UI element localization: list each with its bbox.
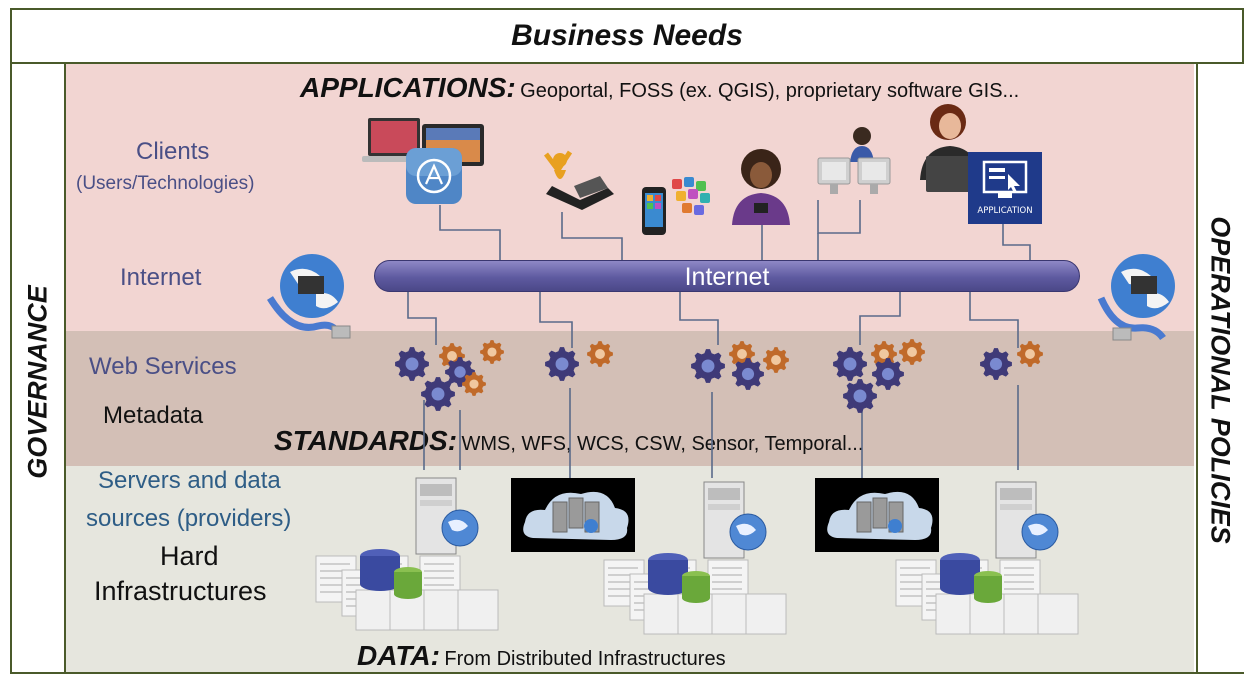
gear-icon (1017, 341, 1043, 367)
smartphone-apps-icon (642, 177, 710, 235)
gear-icon (480, 340, 504, 364)
gear-icon (439, 343, 465, 369)
standards-heading: STANDARDS: WMS, WFS, WCS, CSW, Sensor, T… (274, 425, 863, 457)
metadata-label: Metadata (103, 402, 204, 429)
cloud-database-icon (511, 478, 635, 552)
internet-bar-label: Internet (684, 263, 770, 291)
server-globe-icon (315, 477, 499, 631)
wire-client-appstore (439, 205, 501, 262)
applications-heading: APPLICATIONS: Geoportal, FOSS (ex. QGIS)… (300, 72, 1019, 104)
wire-service-2 (539, 292, 573, 348)
app-store-devices-icon (362, 118, 484, 204)
wire-service-3 (679, 292, 719, 345)
hard-label-line2: Infrastructures (94, 576, 267, 606)
gear-icon (587, 341, 613, 367)
person-laptop-icon (544, 150, 614, 210)
gear-icon (843, 379, 877, 413)
internet-backbone: Internet (374, 260, 1080, 292)
servers-label-line2: sources (providers) (86, 505, 292, 532)
standards-label: STANDARDS: (274, 425, 458, 456)
cloud-database-icon (815, 478, 939, 552)
globe-network-left-icon (267, 254, 351, 339)
hard-label-line1: Hard (160, 541, 219, 571)
woman-phone-icon (732, 149, 790, 225)
servers-label-line1: Servers and data (98, 467, 281, 494)
globe-network-right-icon (1097, 254, 1175, 341)
gear-icon (899, 339, 925, 365)
wire-client-laptop (561, 212, 623, 262)
web-services-label: Web Services (89, 353, 237, 380)
governance-column (12, 64, 66, 672)
wire-client-application (1002, 222, 1031, 262)
data-label: DATA: (357, 640, 440, 671)
gear-icon (833, 347, 867, 381)
data-text: From Distributed Infrastructures (444, 648, 726, 670)
internet-label: Internet (120, 264, 202, 291)
woman-laptop-icon (920, 104, 980, 192)
policies-column (1196, 64, 1244, 672)
gear-icon (395, 347, 429, 381)
server-globe-icon (603, 481, 787, 635)
gear-icon (980, 348, 1012, 380)
gear-icon (763, 347, 789, 373)
users-desktops-icon (817, 127, 891, 194)
server-globe-icon (895, 481, 1079, 635)
applications-label: APPLICATIONS: (300, 72, 516, 103)
wire-service-5 (969, 292, 1019, 348)
gear-icon (462, 372, 486, 396)
gear-icon (421, 377, 455, 411)
page-title: Business Needs (511, 19, 743, 52)
gear-icon (732, 358, 764, 390)
title-bar: Business Needs (12, 10, 1242, 64)
clients-label: Clients (136, 138, 210, 165)
standards-text: WMS, WFS, WCS, CSW, Sensor, Temporal... (461, 433, 864, 455)
wire-service-4 (859, 292, 901, 345)
data-heading: DATA: From Distributed Infrastructures (357, 640, 726, 672)
wire-service-1 (407, 292, 437, 345)
gear-icon (545, 347, 579, 381)
clients-sublabel: (Users/Technologies) (76, 173, 255, 194)
wire-client-desktops (817, 200, 861, 234)
application-badge-icon (968, 152, 1042, 224)
application-badge-label: APPLICATION (977, 206, 1033, 216)
applications-text: Geoportal, FOSS (ex. QGIS), proprietary … (520, 80, 1020, 102)
gear-icon (691, 349, 725, 383)
gear-icon (872, 358, 904, 390)
